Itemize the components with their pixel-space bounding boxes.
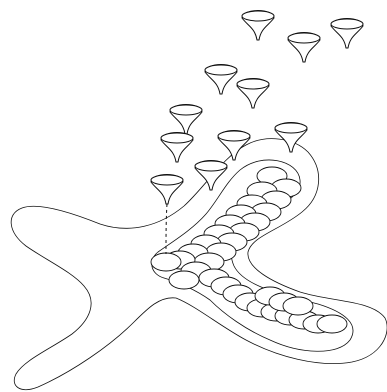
dropper-5 [237, 79, 269, 109]
dropper-2 [288, 33, 320, 63]
dropper-6 [170, 105, 202, 135]
dropper-trail [166, 204, 167, 254]
dropper-10 [195, 161, 227, 191]
dropper-11 [151, 175, 183, 205]
spot-19 [151, 253, 181, 271]
dropper-1 [242, 11, 274, 41]
dropper-3 [331, 19, 363, 49]
spot-20 [169, 271, 199, 289]
dropper-7 [161, 133, 193, 163]
spot-30 [317, 315, 347, 333]
dropper-4 [205, 65, 237, 95]
spot-33 [283, 297, 313, 315]
